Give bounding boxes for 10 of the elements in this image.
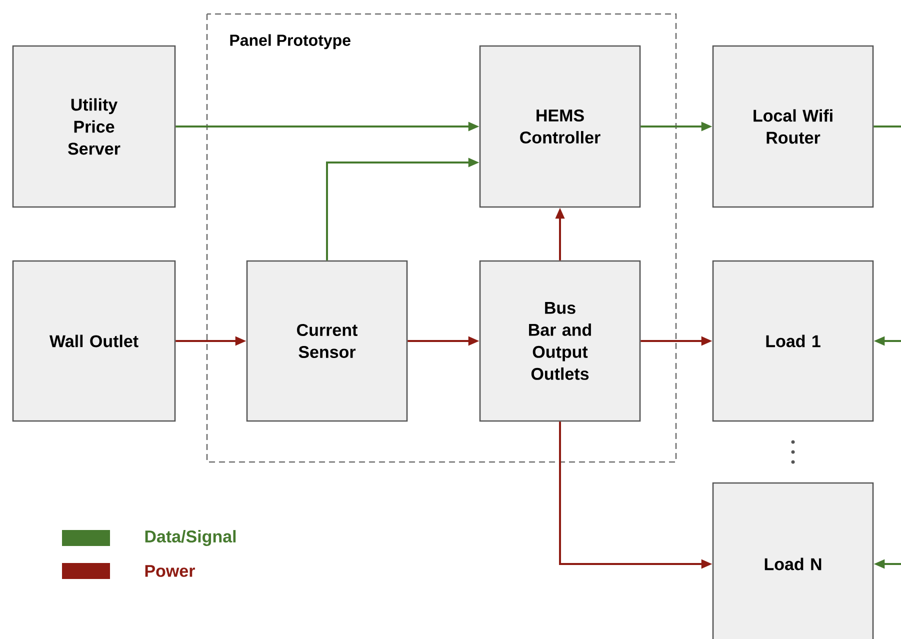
block-box: Local Wifi Router bbox=[712, 45, 874, 208]
block-box: Bus Bar and Output Outlets bbox=[479, 260, 641, 422]
block-box: Current Sensor bbox=[246, 260, 408, 422]
block-box: Utility Price Server bbox=[12, 45, 176, 208]
block-box: Load 1 bbox=[712, 260, 874, 422]
block-box: Wall Outlet bbox=[12, 260, 176, 422]
block-box: Load N bbox=[712, 482, 874, 639]
block-box: HEMS Controller bbox=[479, 45, 641, 208]
legend-label: Power bbox=[145, 565, 195, 577]
legend-label: Data/Signal bbox=[145, 530, 236, 546]
